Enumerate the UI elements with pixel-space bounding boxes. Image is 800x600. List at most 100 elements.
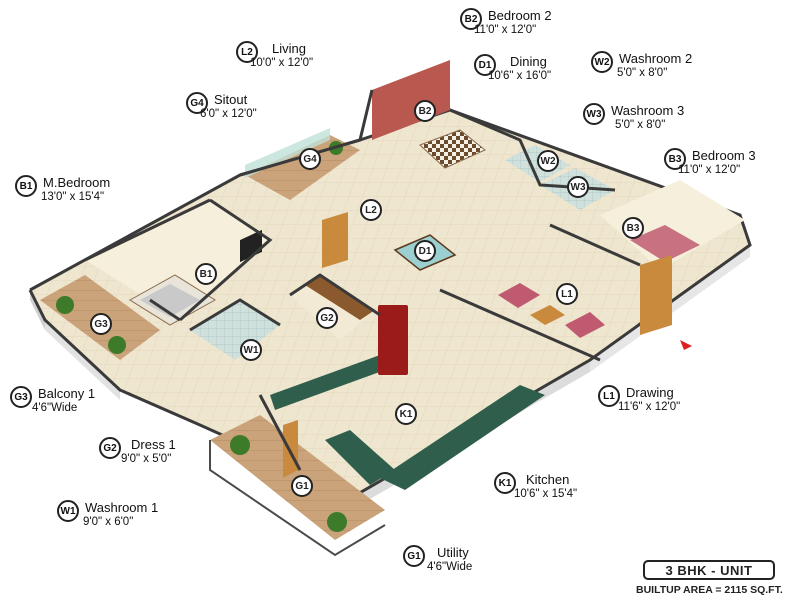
name-bedroom3: Bedroom 3 <box>692 148 756 163</box>
badge-bedroom2: B2 <box>460 8 482 30</box>
name-washroom1: Washroom 1 <box>85 500 159 515</box>
sitout-glass <box>245 128 330 178</box>
plant-balcony1-a <box>56 296 74 314</box>
badge-washroom2: W2 <box>591 51 613 73</box>
badge-drawing: L1 <box>598 385 620 407</box>
badge-bedroom3: B3 <box>664 148 686 170</box>
badge-sitout: G4 <box>186 92 208 114</box>
door-utility <box>283 420 298 478</box>
badge-dining: D1 <box>474 54 496 76</box>
kitchen-counter-right <box>380 385 545 490</box>
drawing-sofa-right <box>565 312 605 338</box>
drawing-sofa-left <box>498 283 540 308</box>
plant-utility-a <box>230 435 250 455</box>
unit-title-box: 3 BHK - UNIT <box>643 560 775 580</box>
fridge <box>378 305 408 375</box>
badge-washroom1: W1 <box>57 500 79 522</box>
washroom1-floor <box>190 300 280 360</box>
main-door <box>640 255 672 335</box>
name-dress1: Dress 1 <box>131 437 176 452</box>
dim-washroom3: 5'0" x 8'0" <box>615 119 666 131</box>
dim-dining: 10'6" x 16'0" <box>488 70 552 82</box>
name-dining: Dining <box>510 54 547 69</box>
name-mbedroom: M.Bedroom <box>43 175 111 190</box>
dim-utility: 4'6"Wide <box>427 561 473 573</box>
plan-tag-d1: D1 <box>414 240 436 262</box>
mbedroom-tv <box>240 229 262 263</box>
bedroom2-accent-wall <box>372 60 450 140</box>
plan-tag-k1: K1 <box>395 403 417 425</box>
plan-tag-w2: W2 <box>537 150 559 172</box>
door-living <box>322 212 348 268</box>
badge-balcony1: G3 <box>10 386 32 408</box>
badge-washroom3: W3 <box>583 103 605 125</box>
plan-tag-g3: G3 <box>90 313 112 335</box>
badge-dress1: G2 <box>99 437 121 459</box>
outer-wall-bottom-left <box>45 320 120 400</box>
dim-washroom1: 9'0" x 6'0" <box>83 516 134 528</box>
name-washroom2: Washroom 2 <box>619 51 693 66</box>
bedroom2-bed <box>419 129 486 169</box>
drawing-table <box>530 305 565 325</box>
plan-tag-b1: B1 <box>195 263 217 285</box>
plan-tag-l1: L1 <box>556 283 578 305</box>
mbedroom-floor <box>85 200 270 320</box>
name-bedroom2: Bedroom 2 <box>488 8 552 23</box>
badge-mbedroom: B1 <box>15 175 37 197</box>
kitchen-counter-front <box>325 430 395 485</box>
utility-glass-rail <box>209 440 386 557</box>
badge-utility: G1 <box>403 545 425 567</box>
badge-kitchen: K1 <box>494 472 516 494</box>
plan-tag-b2: B2 <box>414 100 436 122</box>
plan-tag-b3: B3 <box>622 217 644 239</box>
plan-tag-g2: G2 <box>316 307 338 329</box>
dim-washroom2: 5'0" x 8'0" <box>617 67 668 79</box>
plan-tag-g1: G1 <box>291 475 313 497</box>
bedroom3-bed <box>630 225 700 262</box>
dim-balcony1: 4'6"Wide <box>32 402 78 414</box>
kitchen-counter-left <box>270 355 385 410</box>
name-kitchen: Kitchen <box>526 472 570 487</box>
bedroom3-floor <box>600 180 745 270</box>
plan-tag-l2: L2 <box>360 199 382 221</box>
plan-tag-g4: G4 <box>299 148 321 170</box>
dim-kitchen: 10'6" x 15'4" <box>514 488 578 500</box>
plan-tag-w3: W3 <box>567 176 589 198</box>
name-living: Living <box>272 41 306 56</box>
interior-walls <box>84 89 641 471</box>
dim-living: 10'0" x 12'0" <box>250 57 314 69</box>
name-washroom3: Washroom 3 <box>611 103 685 118</box>
name-utility: Utility <box>437 545 469 560</box>
dress1-counter <box>305 275 375 320</box>
dim-bedroom3: 11'0" x 12'0" <box>678 164 741 176</box>
dim-drawing: 11'6" x 12'0" <box>618 401 681 413</box>
name-balcony1: Balcony 1 <box>38 386 96 401</box>
builtup-area-text: BUILTUP AREA = 2115 SQ.FT. <box>636 584 783 596</box>
mbedroom-bed-spread <box>140 284 200 317</box>
name-sitout: Sitout <box>214 92 248 107</box>
entry-arrow <box>680 340 692 350</box>
name-drawing: Drawing <box>626 385 674 400</box>
badge-living: L2 <box>236 41 258 63</box>
dim-sitout: 6'0" x 12'0" <box>200 108 257 120</box>
plan-tag-w1: W1 <box>240 339 262 361</box>
dim-bedroom2: 11'0" x 12'0" <box>474 24 537 36</box>
plant-utility-b <box>327 512 347 532</box>
dim-mbedroom: 13'0" x 15'4" <box>41 191 105 203</box>
plant-balcony1-b <box>108 336 126 354</box>
dim-dress1: 9'0" x 5'0" <box>121 453 172 465</box>
